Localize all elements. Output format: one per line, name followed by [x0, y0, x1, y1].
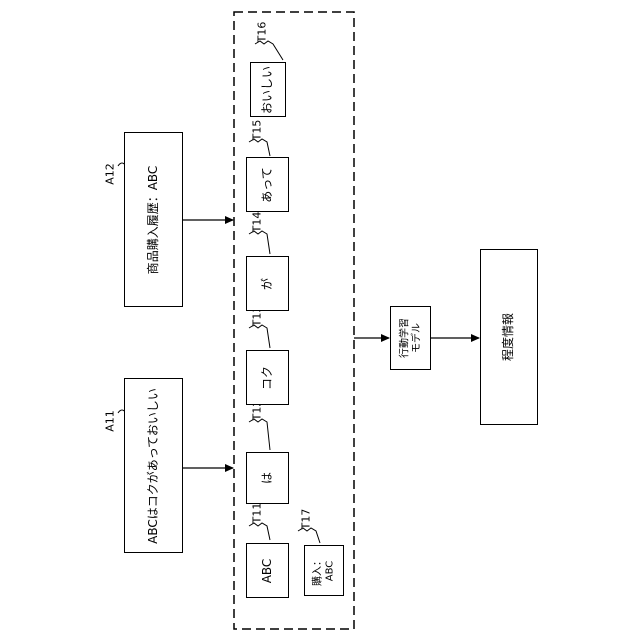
ref-label-T14: T14: [251, 212, 264, 233]
leader-T13: [249, 325, 270, 348]
model-label: 行動学習 モデル: [399, 318, 422, 358]
model-label-line2: モデル: [411, 318, 423, 358]
token-text-line1: 購入：: [313, 556, 325, 586]
token-box-T17: 購入： ABC: [304, 545, 344, 596]
token-box-T15: あって: [246, 157, 289, 212]
input-text-box: ABCはコクがあっておいしい: [124, 378, 183, 553]
behavior-learning-model-box: 行動学習 モデル: [390, 306, 431, 370]
ref-label-T17: T17: [300, 509, 313, 530]
token-box-T11: ABC: [246, 543, 289, 598]
purchase-history-box: 商品購入履歴：ABC: [124, 132, 183, 307]
leader-T15: [249, 139, 270, 156]
ref-label-T11: T11: [251, 503, 264, 524]
token-box-T14: が: [246, 256, 289, 311]
leader-T12: [249, 419, 270, 450]
token-text-line2: ABC: [324, 556, 336, 586]
degree-information-box: 程度情報: [480, 249, 538, 425]
model-label-line1: 行動学習: [399, 318, 411, 358]
degree-information-text: 程度情報: [502, 313, 516, 361]
token-box-T16: おいしい: [250, 62, 286, 117]
token-text: おいしい: [261, 65, 275, 113]
ref-label-T15: T15: [251, 120, 264, 141]
leader-T17: [298, 528, 320, 543]
leader-T14: [249, 231, 270, 254]
ref-label-A12: A12: [104, 163, 117, 185]
ref-label-T16: T16: [256, 22, 269, 43]
input-text: ABCはコクがあっておいしい: [147, 388, 161, 544]
token-text: は: [261, 472, 275, 484]
ref-label-A11: A11: [104, 410, 117, 432]
leader-T16: [255, 41, 283, 60]
token-box-T12: は: [246, 452, 289, 504]
purchase-history-text: 商品購入履歴：ABC: [147, 165, 161, 274]
leader-T11: [249, 523, 270, 540]
token-text: あって: [261, 167, 275, 202]
token-text-purchase: 購入： ABC: [313, 556, 336, 586]
token-text: が: [261, 277, 275, 289]
token-box-T13: コク: [246, 350, 289, 405]
token-text: ABC: [261, 558, 275, 583]
token-text: コク: [261, 365, 275, 389]
